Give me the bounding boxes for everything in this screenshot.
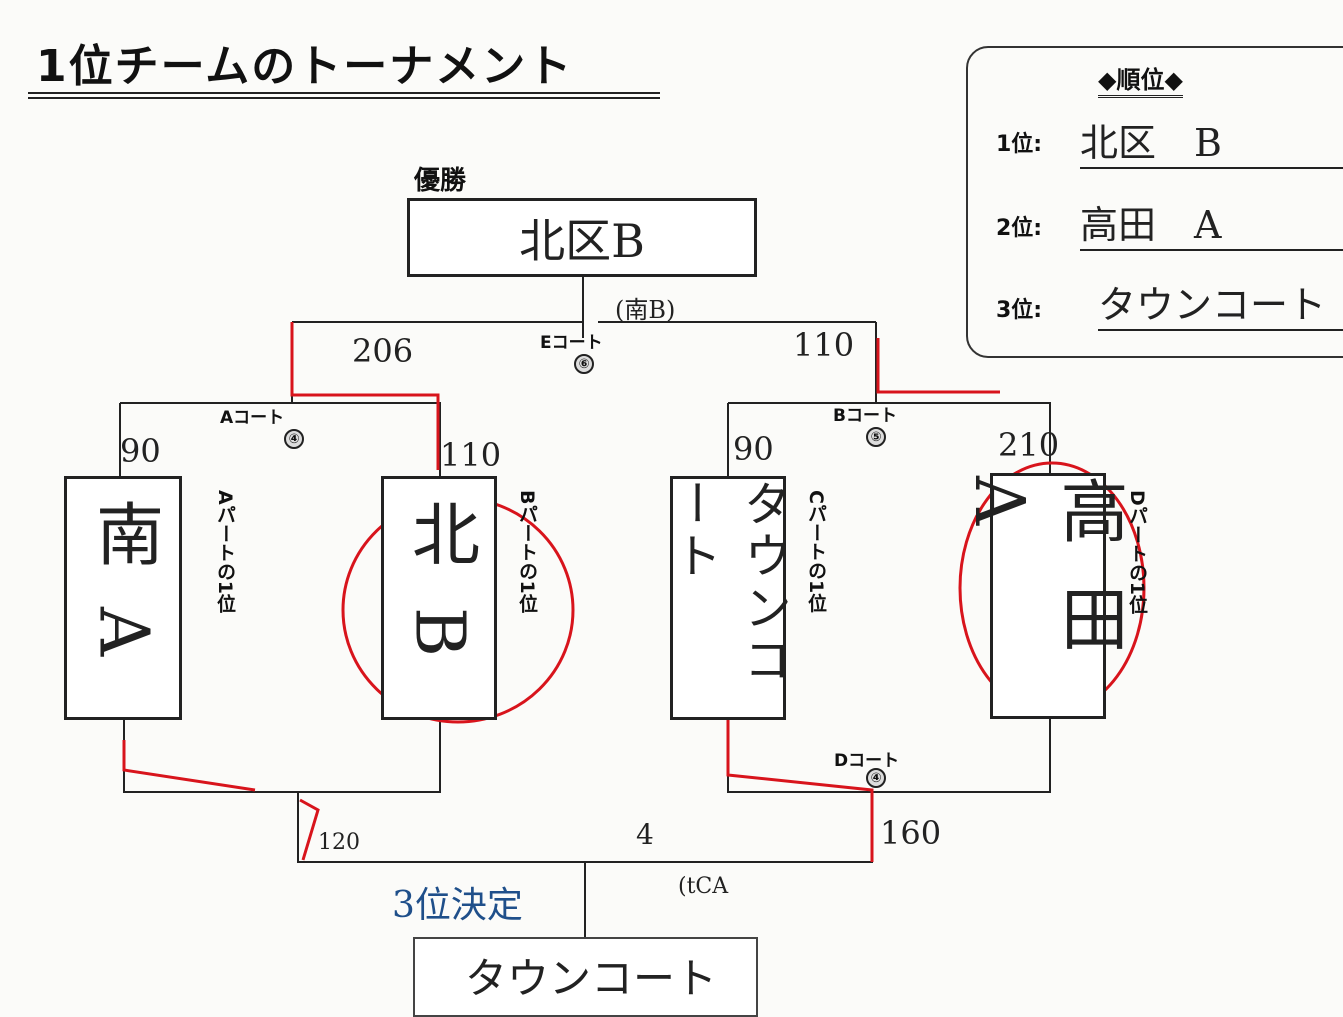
rank-team: 北区 B <box>1080 112 1343 169</box>
team-box: 南A <box>64 476 182 720</box>
team-box: 北B <box>381 476 497 720</box>
champion-label: 優勝 <box>414 166 467 196</box>
part-label: Cパートの1位 <box>805 490 827 613</box>
score: 110 <box>440 436 502 474</box>
match-number: ④ <box>866 768 886 788</box>
rank-label: 2位: <box>996 216 1043 241</box>
champion-box: 北区B <box>407 198 757 277</box>
score: 206 <box>352 332 414 370</box>
score: 160 <box>880 814 942 852</box>
part-label: Aパートの1位 <box>214 490 236 613</box>
score: 210 <box>998 426 1060 464</box>
court-label: Aコート <box>220 408 285 428</box>
rank-team: 高田 A <box>1080 194 1343 251</box>
match-number: ④ <box>284 429 304 449</box>
champion-note: (南B) <box>615 296 676 324</box>
score: 110 <box>793 326 855 364</box>
third-place-box: タウンコート <box>413 937 758 1017</box>
third-place-label: 3位決定 <box>392 885 523 926</box>
score: 90 <box>733 430 774 468</box>
match-number: ⑤ <box>866 427 886 447</box>
rank-label: 3位: <box>996 298 1043 323</box>
court-label: Dコート <box>834 751 900 771</box>
ranking-heading: ◆順位◆ <box>1098 60 1183 98</box>
part-label: Bパートの1位 <box>516 490 538 613</box>
court-label: Eコート <box>540 333 603 353</box>
part-label: Dパートの1位 <box>1126 490 1148 614</box>
rank-label: 1位: <box>996 132 1043 157</box>
team-box: 高田A <box>959 473 1127 719</box>
score: 90 <box>120 432 161 470</box>
third-place-note: (tCA <box>678 874 729 899</box>
match-number: ⑥ <box>574 354 594 374</box>
score: 120 <box>318 830 360 855</box>
team-box: タウンコート <box>665 476 791 720</box>
rank-team: タウンコート <box>1098 274 1343 331</box>
title-underline <box>28 92 660 99</box>
court-label: Bコート <box>833 406 897 426</box>
center-note: 4 <box>636 818 654 851</box>
page-title: 1位チームのトーナメント <box>36 41 574 92</box>
ranking-panel: ◆順位◆ 1位: 北区 B 2位: 高田 A 3位: タウンコート <box>966 46 1343 358</box>
